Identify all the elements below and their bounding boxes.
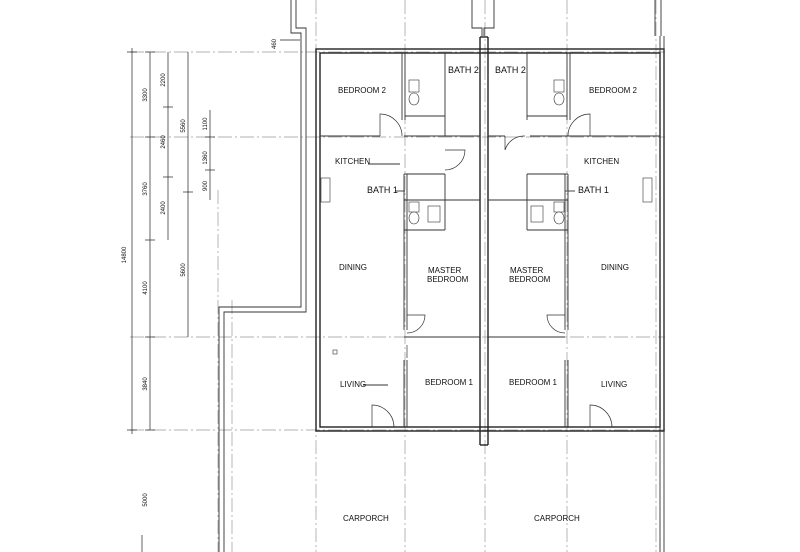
plumbing-fixtures <box>320 79 653 355</box>
dim-top-offset: 460 <box>272 38 278 49</box>
room-label-left-bedroom1: BEDROOM 1 <box>425 378 474 387</box>
dim-col1-3: 3840 <box>143 377 149 391</box>
room-label-left-bath2: BATH 2 <box>448 65 479 75</box>
dim-col2-2: 2400 <box>161 201 167 215</box>
room-label-left-living: LIVING <box>340 380 366 389</box>
room-label-right-bedroom2: BEDROOM 2 <box>589 86 638 95</box>
room-label-left-dining: DINING <box>339 263 367 272</box>
site-boundary <box>218 0 662 552</box>
room-label-right-bath1: BATH 1 <box>578 185 609 195</box>
dim-col1-0: 3300 <box>143 88 149 102</box>
dim-col3-1: 5600 <box>181 263 187 277</box>
room-label-left-master-2: BEDROOM <box>427 275 469 284</box>
interior-walls-left <box>320 53 480 427</box>
room-label-right-bedroom1: BEDROOM 1 <box>509 378 558 387</box>
room-label-right-bath2: BATH 2 <box>495 65 526 75</box>
outer-walls <box>315 36 665 552</box>
room-label-right-carporch: CARPORCH <box>534 514 580 523</box>
dim-col2-1: 2460 <box>161 135 167 149</box>
dim-col3-0: 5560 <box>181 119 187 133</box>
label-leaders <box>363 163 575 386</box>
room-label-right-master-2: BEDROOM <box>509 275 551 284</box>
interior-walls-right <box>488 53 660 427</box>
room-label-left-bath1: BATH 1 <box>367 185 398 195</box>
dim-col4-0: 1100 <box>203 117 209 131</box>
dim-col4-1: 1360 <box>203 151 209 165</box>
room-label-right-master-1: MASTER <box>510 266 544 275</box>
room-label-left-bedroom2: BEDROOM 2 <box>338 86 387 95</box>
grid-lines <box>130 0 665 552</box>
room-label-left-master-1: MASTER <box>428 266 462 275</box>
room-label-left-kitchen: KITCHEN <box>335 157 370 166</box>
dim-col1-1: 3760 <box>143 182 149 196</box>
door-swings <box>371 113 613 428</box>
dimension-lines <box>127 39 300 552</box>
room-label-right-living: LIVING <box>601 380 627 389</box>
dim-col1-4: 5000 <box>143 493 149 507</box>
room-label-right-kitchen: KITCHEN <box>584 157 619 166</box>
dim-col1-2: 4100 <box>143 281 149 295</box>
dim-col4-2: 900 <box>203 180 209 191</box>
dim-overall-depth: 14800 <box>122 246 128 263</box>
room-label-left-carporch: CARPORCH <box>343 514 389 523</box>
room-label-right-dining: DINING <box>601 263 629 272</box>
dim-col2-0: 2200 <box>161 73 167 87</box>
